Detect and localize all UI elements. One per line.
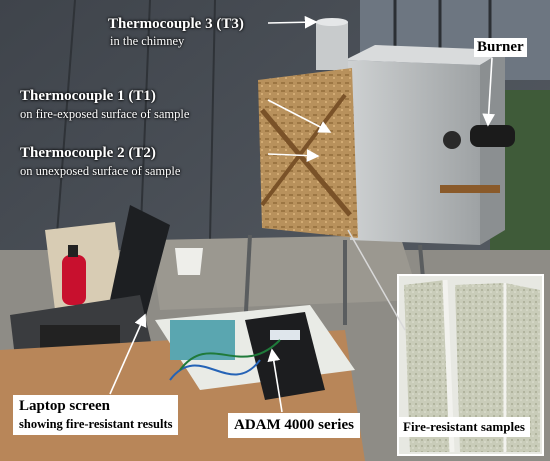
label-laptop-screen: Laptop screen showing fire-resistant res…: [13, 395, 179, 436]
label-adam-4000: ADAM 4000 series: [228, 413, 360, 438]
laptop-screen: [110, 205, 170, 320]
label-t2-title: Thermocouple 2 (T2): [20, 145, 156, 161]
label-burner: Burner: [474, 38, 527, 57]
wall-panel-seams: [54, 0, 216, 261]
fire-extinguisher: [62, 255, 86, 305]
label-t3-sub: in the chimney: [110, 33, 185, 48]
label-laptop-sub: showing fire-resistant results: [19, 416, 173, 431]
label-t2-sub: on unexposed surface of sample: [20, 163, 181, 178]
furnace-box: [345, 60, 480, 245]
label-laptop-title: Laptop screen: [19, 398, 110, 414]
adam-module: [245, 312, 325, 400]
label-t1-sub: on fire-exposed surface of sample: [20, 106, 190, 121]
label-t3-title: Thermocouple 3 (T3): [108, 16, 244, 32]
burner-device: [470, 125, 515, 147]
label-fire-resistant-samples: Fire-resistant samples: [398, 417, 530, 438]
label-thermocouple-3: Thermocouple 3 (T3) in the chimney: [108, 16, 244, 48]
label-thermocouple-2: Thermocouple 2 (T2) on unexposed surface…: [20, 145, 181, 178]
label-thermocouple-1: Thermocouple 1 (T1) on fire-exposed surf…: [20, 88, 190, 121]
osb-sample-board: [258, 68, 358, 238]
label-t1-title: Thermocouple 1 (T1): [20, 88, 156, 104]
